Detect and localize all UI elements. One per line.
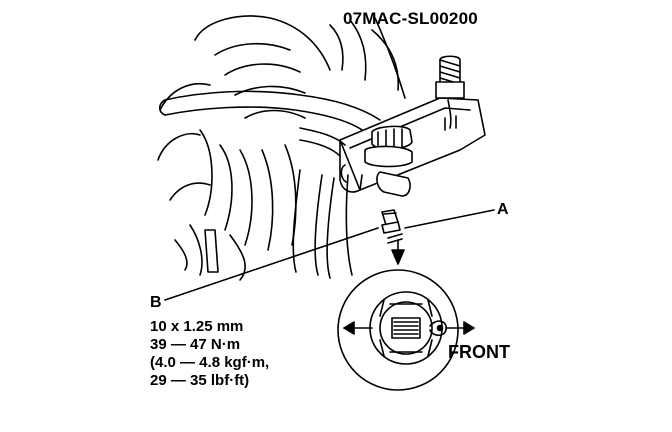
right-arrow-head: [463, 321, 475, 335]
detail-arrow-head: [391, 249, 405, 265]
detail-circle: [337, 269, 459, 391]
tool-leader-line: [374, 17, 406, 99]
front-direction-label: FRONT: [448, 342, 510, 362]
spec-thread-size: 10 x 1.25 mm: [150, 318, 244, 335]
spec-torque-nm: 39 — 47 N·m: [150, 336, 241, 353]
leader-line-a: [404, 209, 495, 229]
leader-line-b: [164, 227, 379, 301]
ball-joint-remover-tool: [299, 55, 486, 197]
tool-number-label: 07MAC-SL00200: [343, 9, 478, 28]
castle-nut: [381, 209, 403, 244]
torque-spec-block: 10 x 1.25 mm 39 — 47 N·m (4.0 — 4.8 kgf·…: [150, 318, 269, 390]
spec-torque-lbfft: 29 — 35 lbf·ft): [150, 372, 250, 389]
strut-hose: [292, 169, 353, 279]
left-arrow-head: [343, 321, 355, 335]
callout-b-label: B: [150, 294, 162, 311]
spec-torque-kgfm: (4.0 — 4.8 kgf·m,: [150, 354, 270, 371]
upper-control-arm: [158, 90, 381, 133]
callout-a-label: A: [497, 201, 509, 218]
